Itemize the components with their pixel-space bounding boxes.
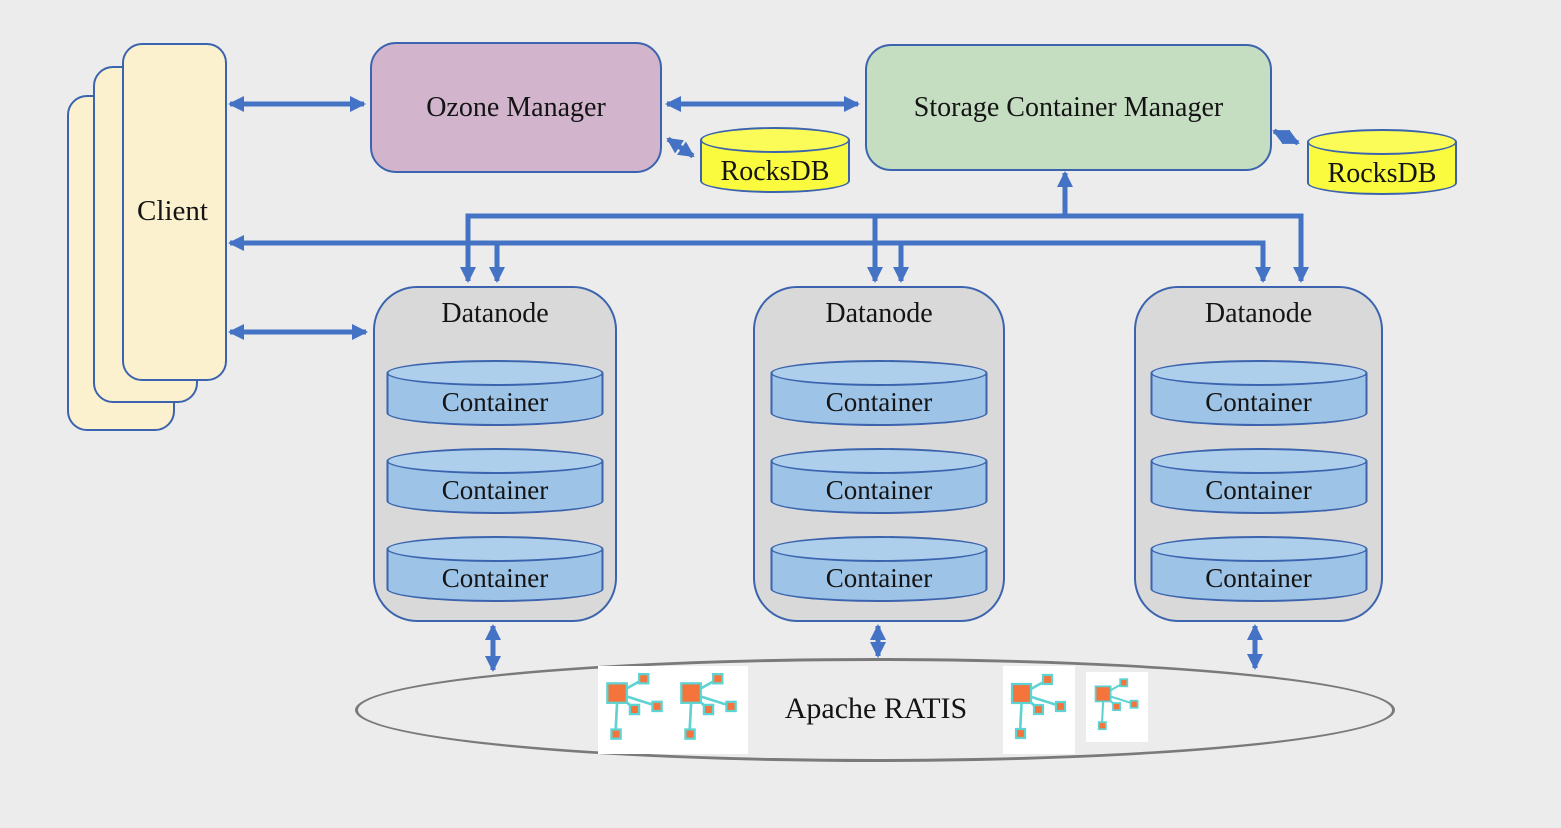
container-cylinder: Container bbox=[1150, 536, 1367, 602]
datanode-label: Datanode bbox=[825, 298, 933, 329]
container-label: Container bbox=[825, 475, 933, 505]
container-label: Container bbox=[1205, 563, 1312, 593]
network-graph-icon bbox=[1010, 673, 1067, 740]
container-label: Container bbox=[825, 387, 933, 417]
ratis-icon-panel bbox=[1003, 666, 1075, 754]
cylinder-top bbox=[1150, 448, 1367, 474]
rocksdb-scm-cylinder: RocksDB bbox=[1307, 129, 1457, 195]
client-card-front bbox=[122, 43, 227, 381]
rocksdb-om-label: RocksDB bbox=[720, 156, 830, 187]
container-cylinder: Container bbox=[1150, 360, 1367, 426]
cylinder-top bbox=[1307, 129, 1457, 155]
container-cylinder: Container bbox=[770, 536, 988, 602]
arrow-scm-rocksdb bbox=[1272, 128, 1300, 146]
container-cylinder: Container bbox=[1150, 448, 1367, 514]
container-label: Container bbox=[441, 563, 549, 593]
network-graph-icon bbox=[1094, 678, 1139, 731]
container-label: Container bbox=[825, 563, 933, 593]
cylinder-top bbox=[770, 536, 988, 562]
cylinder-top bbox=[386, 536, 604, 562]
rocksdb-om-cylinder: RocksDB bbox=[700, 127, 850, 193]
storage-container-manager-node: Storage Container Manager bbox=[865, 44, 1272, 171]
container-label: Container bbox=[1205, 475, 1312, 505]
network-graph-icon bbox=[680, 672, 737, 740]
network-graph-icon bbox=[606, 672, 663, 740]
container-cylinder: Container bbox=[386, 448, 604, 514]
container-label: Container bbox=[1205, 387, 1312, 417]
storage-container-manager-label: Storage Container Manager bbox=[913, 91, 1224, 123]
cylinder-top bbox=[770, 360, 988, 386]
ozone-manager-node: Ozone Manager bbox=[370, 42, 662, 173]
datanode-3: Datanode Container Container Container bbox=[1134, 286, 1383, 622]
container-label: Container bbox=[441, 387, 549, 417]
datanode-1: Datanode Container Container Container bbox=[373, 286, 617, 622]
ratis-ellipse bbox=[355, 658, 1395, 762]
container-label: Container bbox=[441, 475, 549, 505]
datanode-label: Datanode bbox=[1204, 298, 1313, 329]
ratis-icon-panel bbox=[598, 666, 748, 754]
container-cylinder: Container bbox=[386, 536, 604, 602]
arrow-ozone-manager-rocksdb bbox=[666, 136, 695, 159]
ozone-manager-label: Ozone Manager bbox=[426, 91, 606, 123]
cylinder-top bbox=[700, 127, 850, 153]
container-cylinder: Container bbox=[770, 448, 988, 514]
ratis-label: Apache RATIS bbox=[784, 692, 968, 725]
rocksdb-scm-label: RocksDB bbox=[1327, 158, 1437, 189]
client-label: Client bbox=[137, 195, 208, 227]
cylinder-top bbox=[1150, 536, 1367, 562]
cylinder-top bbox=[386, 448, 604, 474]
datanode-label: Datanode bbox=[441, 298, 549, 329]
container-cylinder: Container bbox=[386, 360, 604, 426]
datanode-2: Datanode Container Container Container bbox=[753, 286, 1005, 622]
ratis-icon-panel bbox=[1086, 672, 1148, 742]
cylinder-top bbox=[770, 448, 988, 474]
cylinder-top bbox=[386, 360, 604, 386]
cylinder-top bbox=[1150, 360, 1367, 386]
client-datanode-bus bbox=[228, 235, 1271, 283]
scm-datanode-bus bbox=[460, 213, 1309, 283]
container-cylinder: Container bbox=[770, 360, 988, 426]
